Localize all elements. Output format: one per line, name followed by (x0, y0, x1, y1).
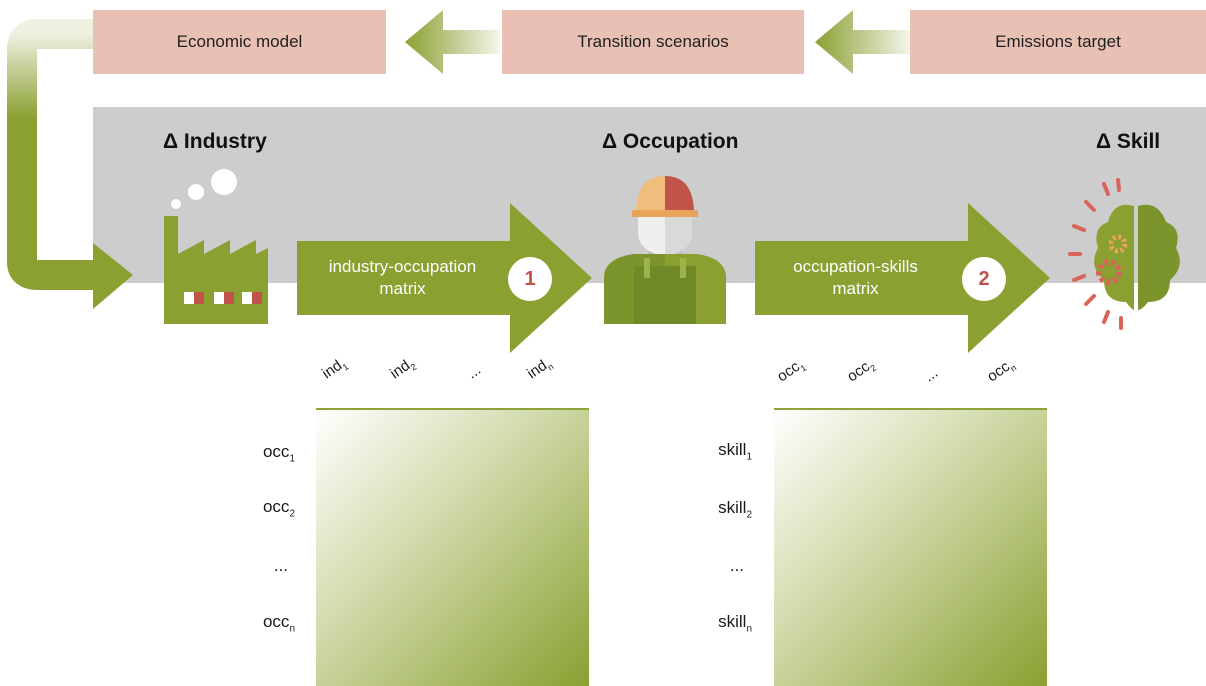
matrix1-row-label: occ1 (262, 442, 295, 465)
economic-model-box: Economic model (93, 10, 386, 74)
industry-occupation-arrow (297, 203, 592, 353)
skill-heading: Δ Skill (1096, 130, 1161, 153)
matrix1-row-label: occ2 (262, 497, 295, 520)
matrix2-row-label: skilln (718, 612, 752, 635)
arrow-to-transition-scenarios (815, 10, 910, 74)
industry-occupation-label: industry-occupation matrix (305, 256, 500, 300)
transition-scenarios-label: Transition scenarios (577, 32, 729, 51)
occupation-skills-matrix (774, 408, 1047, 686)
matrix2-row-label: skill2 (718, 498, 752, 521)
matrix2-row-label: skill1 (718, 440, 752, 463)
arrow1-line1: industry-occupation (328, 257, 477, 276)
emissions-target-label: Emissions target (995, 32, 1121, 51)
matrix1-col-label: indn (524, 356, 556, 383)
matrix2-col-label: occ2 (844, 358, 879, 386)
brain-icon (1068, 178, 1180, 330)
matrix2-row-label: ... (729, 556, 744, 575)
step-2-badge: 2 (962, 257, 1006, 301)
economic-model-label: Economic model (176, 32, 303, 51)
matrix2-col-label: occn (984, 358, 1019, 386)
arrow2-line2: matrix (832, 279, 879, 298)
occupation-skills-label: occupation-skills matrix (763, 256, 948, 300)
worker-icon (604, 176, 726, 324)
matrix1-row-label: occn (262, 612, 295, 635)
matrix1-col-label: ind1 (319, 356, 351, 383)
emissions-target-box: Emissions target (910, 10, 1206, 74)
matrix2-col-label: occ1 (774, 358, 809, 386)
factory-icon (164, 169, 268, 324)
transition-scenarios-box: Transition scenarios (502, 10, 804, 74)
step-1-badge: 1 (508, 257, 552, 301)
arrow1-line2: matrix (379, 279, 426, 298)
matrix1-row-label: ... (273, 556, 288, 575)
industry-heading: Δ Industry (163, 130, 267, 153)
occupation-skills-arrow (755, 203, 1050, 353)
arrow-to-economic-model (405, 10, 500, 74)
matrix2-col-label: ... (921, 364, 942, 386)
loop-arrow (6, 19, 133, 309)
occupation-heading: Δ Occupation (602, 130, 739, 153)
arrow2-line1: occupation-skills (793, 257, 918, 276)
industry-occupation-matrix (316, 408, 589, 686)
matrix1-col-label: ... (464, 361, 485, 383)
matrix1-col-label: ind2 (387, 356, 419, 383)
